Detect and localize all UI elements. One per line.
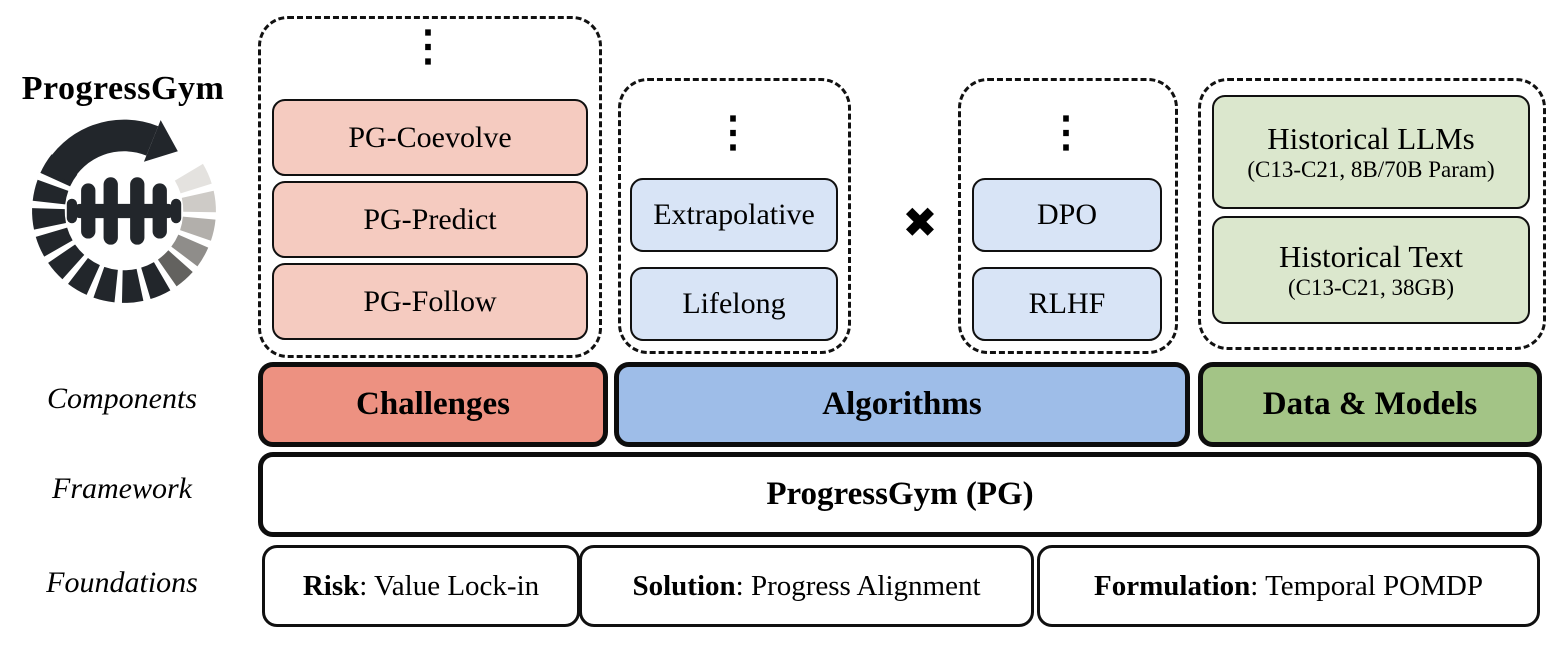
algorithm-family-container xyxy=(618,78,851,354)
algorithm-item-extrapolative: Extrapolative xyxy=(630,178,838,252)
foundation-solution-box: Solution: Progress Alignment xyxy=(579,545,1034,627)
components-algorithms-box: Algorithms xyxy=(614,362,1190,447)
data-item-historical-llms: Historical LLMs (C13-C21, 8B/70B Param) xyxy=(1212,95,1530,209)
row-label-framework: Framework xyxy=(52,472,192,505)
logo-arrow-head xyxy=(143,120,178,162)
challenge-item-pg-coevolve: PG-Coevolve xyxy=(272,99,588,176)
algorithm-base-ellipsis: ⋮ xyxy=(1045,110,1087,156)
algorithm-item-dpo: DPO xyxy=(972,178,1162,252)
data-models-group-container xyxy=(1198,78,1546,350)
logo-arrow-arc xyxy=(43,119,159,184)
components-data-models-box: Data & Models xyxy=(1198,362,1542,447)
framework-box: ProgressGym (PG) xyxy=(258,452,1542,537)
challenges-group-container xyxy=(258,16,602,358)
foundation-formulation-box: Formulation: Temporal POMDP xyxy=(1037,545,1540,627)
logo-dumbbell-icon xyxy=(66,177,182,245)
challenges-ellipsis: ⋮ xyxy=(407,24,449,70)
row-label-foundations: Foundations xyxy=(46,566,198,599)
logo-progress-ring xyxy=(32,154,216,303)
algorithm-item-rlhf: RLHF xyxy=(972,267,1162,341)
data-item-historical-text: Historical Text (C13-C21, 38GB) xyxy=(1212,216,1530,324)
foundation-risk-box: Risk: Value Lock-in xyxy=(262,545,580,627)
challenge-item-pg-predict: PG-Predict xyxy=(272,181,588,258)
algorithm-item-lifelong: Lifelong xyxy=(630,267,838,341)
cross-product-icon: ✖ xyxy=(902,198,938,247)
progressgym-logo-icon xyxy=(32,119,216,303)
algorithm-base-container xyxy=(958,78,1178,354)
brand-title: ProgressGym xyxy=(21,70,225,107)
challenge-item-pg-follow: PG-Follow xyxy=(272,263,588,340)
algorithm-family-ellipsis: ⋮ xyxy=(712,110,754,156)
components-challenges-box: Challenges xyxy=(258,362,608,447)
row-label-components: Components xyxy=(47,382,197,415)
